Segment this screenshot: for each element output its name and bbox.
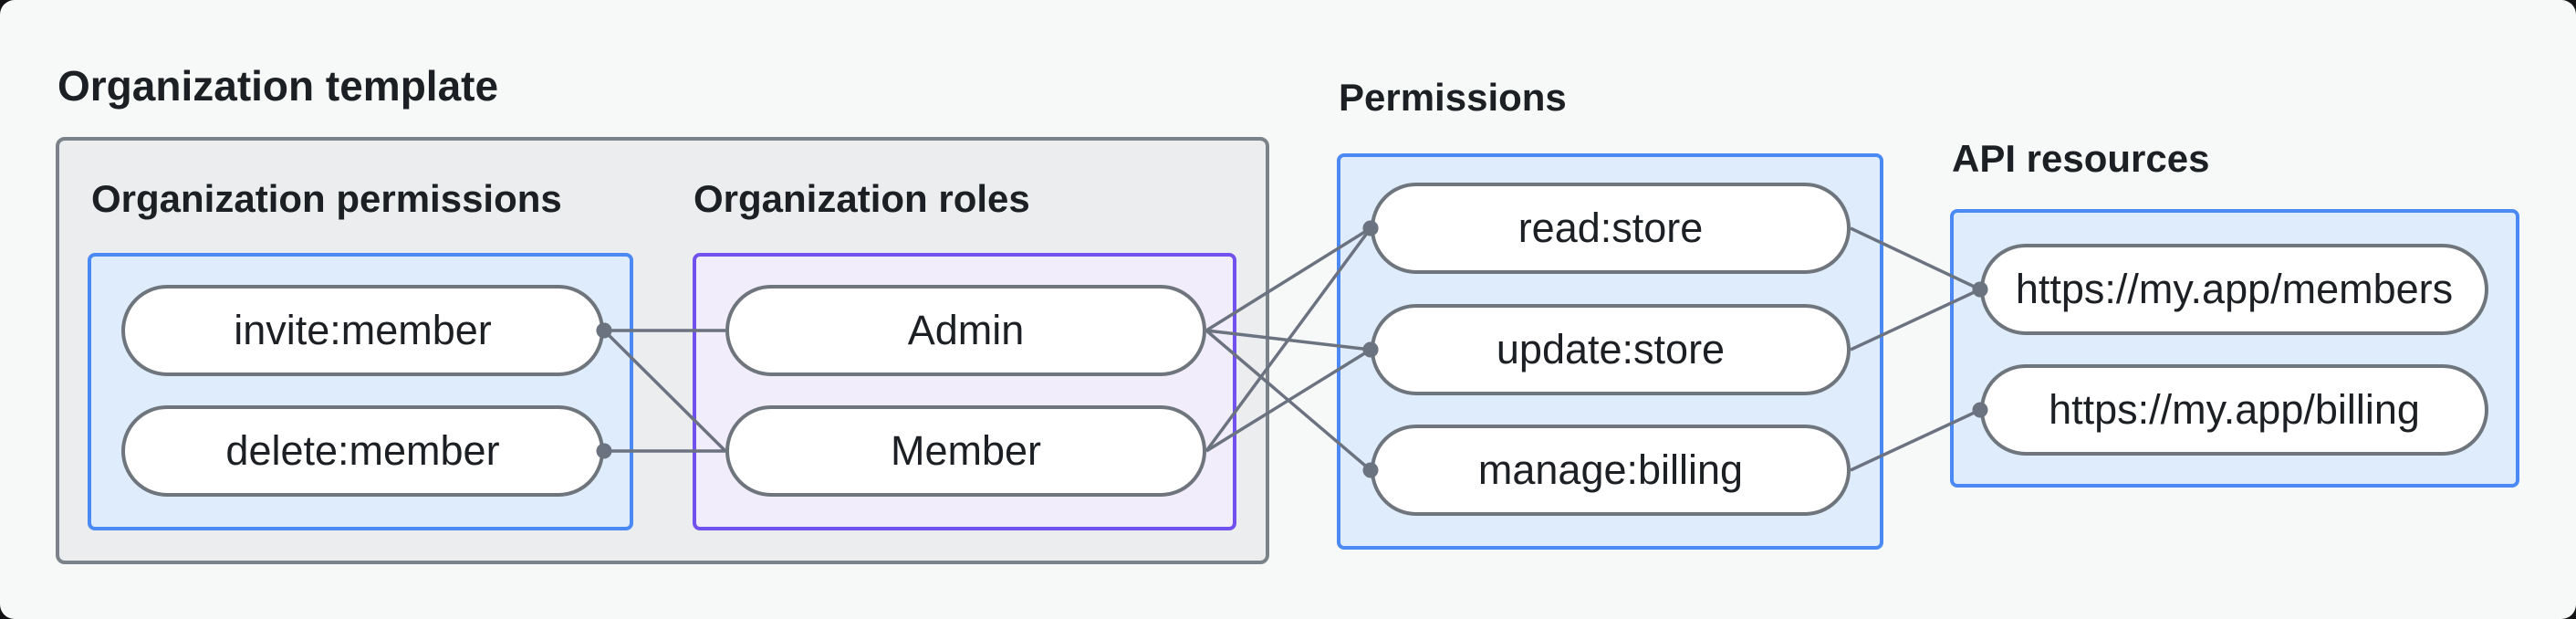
node-read-store: read:store xyxy=(1371,183,1851,274)
diagram-title: Organization template xyxy=(57,62,499,110)
api-resources-heading: API resources xyxy=(1952,137,2210,180)
node-delete-member: delete:member xyxy=(121,405,604,497)
node-invite-member: invite:member xyxy=(121,285,604,376)
org-permissions-heading: Organization permissions xyxy=(91,177,562,220)
node-admin: Admin xyxy=(725,285,1206,376)
node-api-billing: https://my.app/billing xyxy=(1980,364,2488,456)
node-update-store: update:store xyxy=(1371,304,1851,395)
node-api-members: https://my.app/members xyxy=(1980,244,2488,335)
org-roles-heading: Organization roles xyxy=(694,177,1030,220)
permissions-heading: Permissions xyxy=(1339,76,1567,119)
node-member: Member xyxy=(725,405,1206,497)
node-manage-billing: manage:billing xyxy=(1371,425,1851,516)
